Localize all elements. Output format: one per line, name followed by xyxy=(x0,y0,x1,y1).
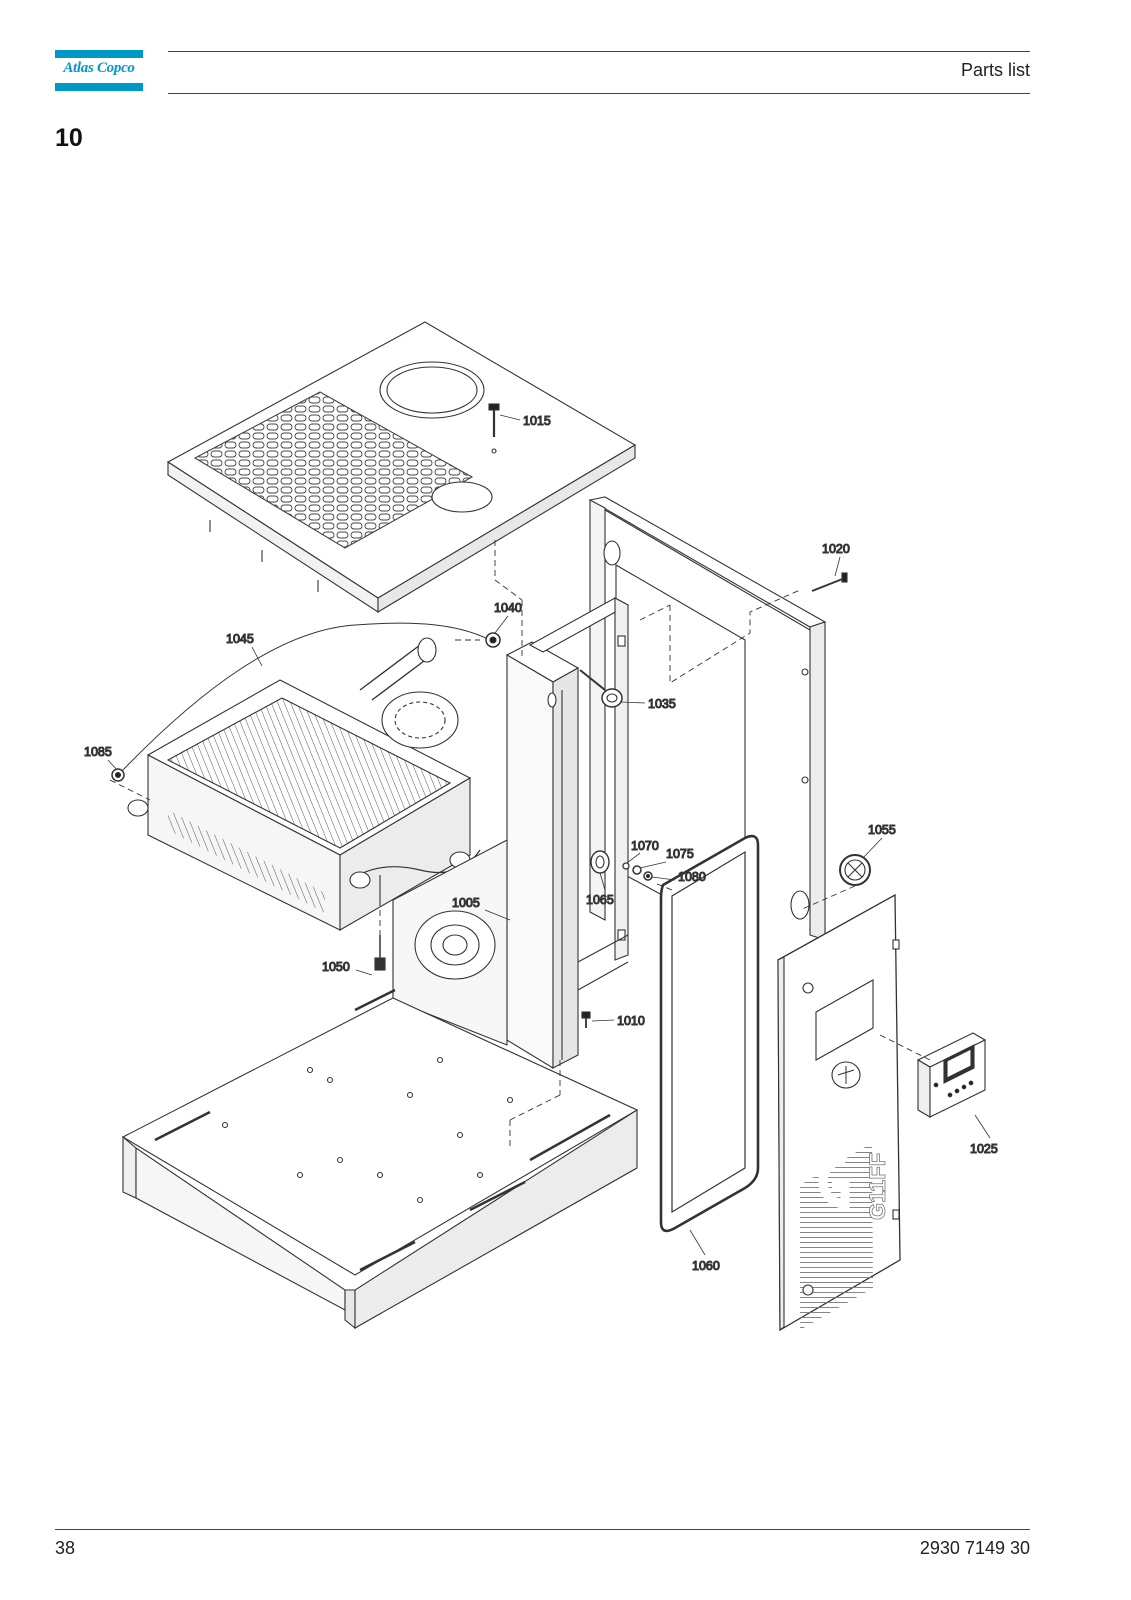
callout-1085: 1085 xyxy=(84,745,112,759)
fitting-1040 xyxy=(485,632,501,648)
hose-1045 xyxy=(119,622,491,774)
grommet-1035 xyxy=(579,669,623,708)
front-door-panel xyxy=(777,893,901,1332)
rear-frame-panel xyxy=(588,496,827,941)
section-number: 10 xyxy=(55,124,83,152)
callout-1040: 1040 xyxy=(494,601,522,615)
controller-1025 xyxy=(916,1032,987,1118)
callout-1070: 1070 xyxy=(631,839,659,853)
fitting-1085 xyxy=(111,768,125,782)
sensor-1050 xyxy=(374,935,386,971)
callout-1020: 1020 xyxy=(822,542,850,556)
page-number: 38 xyxy=(55,1538,76,1558)
header-rule-bottom xyxy=(168,93,1030,94)
logo-wordmark: Atlas Copco xyxy=(63,60,135,76)
bolt-1020 xyxy=(811,572,848,592)
callout-leaders xyxy=(107,414,991,1256)
callout-1045: 1045 xyxy=(226,632,254,646)
callout-1015: 1015 xyxy=(523,414,551,428)
washer-1070 xyxy=(622,862,630,870)
assembly-guide-lines xyxy=(109,540,931,1150)
callout-1080: 1080 xyxy=(678,870,706,884)
callout-1025: 1025 xyxy=(970,1142,998,1156)
grommet-1055 xyxy=(839,854,871,886)
bolt-1015 xyxy=(488,403,500,454)
footer-rule xyxy=(55,1529,1030,1530)
callout-1035: 1035 xyxy=(648,697,676,711)
base-frame xyxy=(121,988,639,1330)
washer-1075 xyxy=(632,865,642,875)
callout-1010: 1010 xyxy=(617,1014,645,1028)
door-model-marking: G11FF xyxy=(865,1153,890,1220)
callout-1005: 1005 xyxy=(452,896,480,910)
callout-1055: 1055 xyxy=(868,823,896,837)
screw-1010 xyxy=(581,1011,591,1028)
callout-1050: 1050 xyxy=(322,960,350,974)
callout-1060: 1060 xyxy=(692,1259,720,1273)
page-title: Parts list xyxy=(960,60,1030,80)
cooler-assembly xyxy=(127,637,481,931)
callout-1075: 1075 xyxy=(666,847,694,861)
logo-bottom-bar xyxy=(55,83,143,91)
header-rule-top xyxy=(168,51,1030,52)
grommet-1065 xyxy=(590,850,610,874)
nut-1080 xyxy=(643,871,653,881)
top-cover-panel xyxy=(166,321,637,614)
callout-1065: 1065 xyxy=(586,893,614,907)
door-logo-g xyxy=(818,1155,850,1209)
document-number: 2930 7149 30 xyxy=(919,1538,1030,1558)
side-panel-1005 xyxy=(505,597,630,1069)
atlas-copco-logo: Atlas Copco xyxy=(55,50,143,94)
lower-plate xyxy=(392,839,508,1046)
logo-top-bar xyxy=(55,50,143,58)
seal-1060 xyxy=(659,834,760,1233)
